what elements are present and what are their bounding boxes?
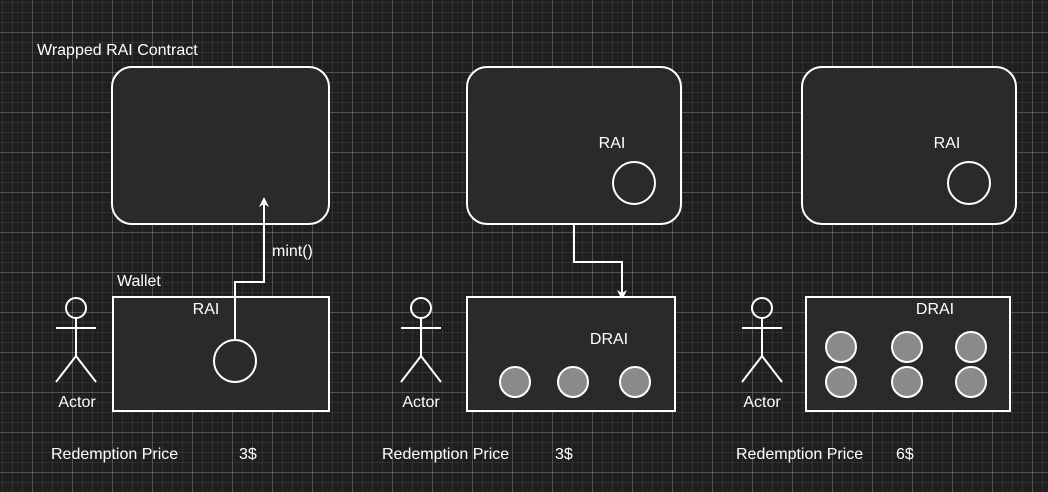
mint-call-label: mint() — [272, 243, 313, 260]
contract-box[interactable] — [466, 66, 682, 225]
redemption-price-value: 3$ — [239, 446, 257, 463]
panel-3 — [741, 66, 1017, 412]
mint-arrow[interactable] — [234, 197, 269, 340]
contract-token-label: RAI — [598, 135, 626, 152]
contract-box[interactable] — [111, 66, 330, 225]
drai-coins — [825, 331, 987, 398]
contract-box[interactable] — [801, 66, 1017, 225]
drai-coin[interactable] — [557, 366, 589, 398]
drai-coin[interactable] — [955, 366, 987, 398]
redemption-price-value: 6$ — [896, 446, 914, 463]
wallet-token-label: DRAI — [589, 331, 629, 348]
redemption-price-label: Redemption Price — [51, 446, 179, 463]
drai-coin[interactable] — [891, 331, 923, 363]
redemption-price-label: Redemption Price — [736, 446, 864, 463]
drai-coin[interactable] — [499, 366, 531, 398]
actor-icon — [741, 297, 783, 383]
actor-icon — [55, 297, 97, 383]
wrap-arrow[interactable] — [573, 224, 627, 300]
actor-label: Actor — [402, 394, 440, 411]
wallet-token-label: RAI — [192, 301, 220, 318]
wallet-title: Wallet — [117, 273, 161, 290]
drai-coin[interactable] — [891, 366, 923, 398]
actor-label: Actor — [743, 394, 781, 411]
contract-title: Wrapped RAI Contract — [37, 42, 198, 59]
drai-coins — [499, 366, 651, 398]
drai-coin[interactable] — [955, 331, 987, 363]
actor-label: Actor — [58, 394, 96, 411]
contract-token-label: RAI — [933, 135, 961, 152]
redemption-price-label: Redemption Price — [382, 446, 510, 463]
panel-2 — [400, 66, 682, 412]
actor-icon — [400, 297, 442, 383]
panel-1 — [55, 66, 330, 412]
drai-coin[interactable] — [825, 366, 857, 398]
wallet-box[interactable] — [112, 296, 330, 412]
redemption-price-value: 3$ — [555, 446, 573, 463]
rai-coin[interactable] — [612, 161, 656, 205]
rai-coin[interactable] — [947, 161, 991, 205]
wallet-token-label: DRAI — [915, 301, 955, 318]
drai-coin[interactable] — [825, 331, 857, 363]
drai-coin[interactable] — [619, 366, 651, 398]
